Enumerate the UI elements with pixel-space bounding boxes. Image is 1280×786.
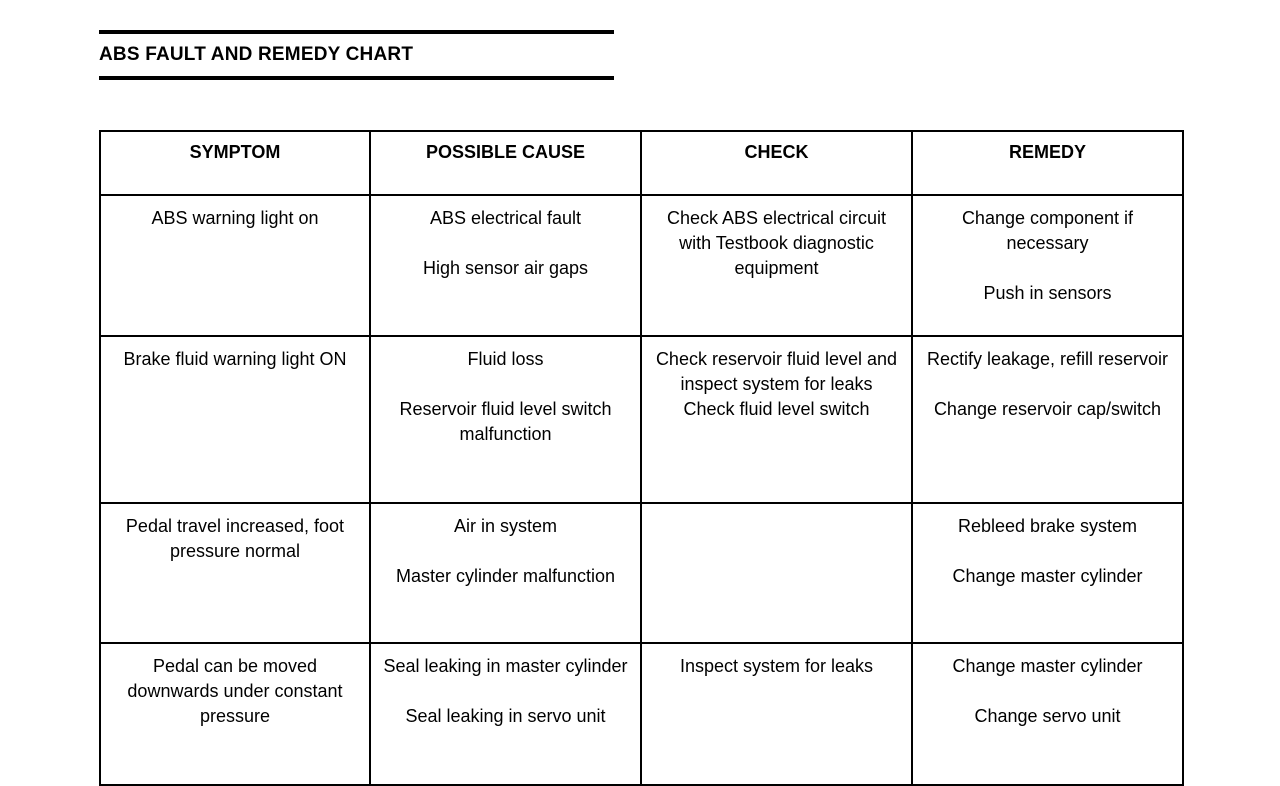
possible-cause-text-primary: Air in system bbox=[453, 516, 558, 536]
possible-cause-text-secondary: High sensor air gaps bbox=[422, 258, 589, 278]
title-block: ABS FAULT AND REMEDY CHART bbox=[99, 30, 614, 80]
remedy-text-primary: Rectify leakage, refill reservoir bbox=[926, 349, 1169, 369]
page-root: ABS FAULT AND REMEDY CHART SYMPTOM POSSI… bbox=[99, 30, 1184, 786]
possible-cause-text-primary: Seal leaking in master cylinder bbox=[383, 656, 628, 676]
check-text-primary: Inspect system for leaks bbox=[679, 656, 874, 676]
symptom-text: Pedal can be moved downwards under const… bbox=[127, 656, 343, 726]
table-body: ABS warning light on ABS electrical faul… bbox=[99, 194, 1184, 786]
table-row: Pedal travel increased, foot pressure no… bbox=[99, 502, 1184, 644]
check-text-primary: Check ABS electrical circuit with Testbo… bbox=[666, 208, 887, 278]
cell-remedy: Rectify leakage, refill reservoir Change… bbox=[911, 335, 1184, 504]
cell-check: Check reservoir fluid level and inspect … bbox=[640, 335, 913, 504]
column-header-check: CHECK bbox=[640, 130, 913, 196]
table-row: Brake fluid warning light ON Fluid loss … bbox=[99, 335, 1184, 504]
possible-cause-text-secondary: Reservoir fluid level switch malfunction bbox=[399, 399, 612, 444]
fault-remedy-table: SYMPTOM POSSIBLE CAUSE CHECK REMEDY ABS … bbox=[99, 130, 1184, 786]
possible-cause-text-secondary: Seal leaking in servo unit bbox=[405, 706, 606, 726]
cell-remedy: Change master cylinder Change servo unit bbox=[911, 642, 1184, 786]
possible-cause-text-primary: Fluid loss bbox=[467, 349, 544, 369]
line-spacer bbox=[381, 231, 630, 256]
cell-possible-cause: Air in system Master cylinder malfunctio… bbox=[369, 502, 642, 644]
remedy-text-primary: Rebleed brake system bbox=[957, 516, 1138, 536]
table-header: SYMPTOM POSSIBLE CAUSE CHECK REMEDY bbox=[99, 130, 1184, 196]
cell-symptom: Pedal can be moved downwards under const… bbox=[99, 642, 371, 786]
column-header-possible-cause: POSSIBLE CAUSE bbox=[369, 130, 642, 196]
line-spacer bbox=[923, 372, 1172, 397]
table-row: Pedal can be moved downwards under const… bbox=[99, 642, 1184, 786]
line-spacer bbox=[923, 679, 1172, 704]
title-rule-top bbox=[99, 30, 614, 34]
cell-remedy: Change component if necessary Push in se… bbox=[911, 194, 1184, 337]
line-spacer bbox=[381, 679, 630, 704]
column-header-remedy: REMEDY bbox=[911, 130, 1184, 196]
remedy-text-secondary: Change servo unit bbox=[974, 706, 1121, 726]
cell-remedy: Rebleed brake system Change master cylin… bbox=[911, 502, 1184, 644]
cell-check: Check ABS electrical circuit with Testbo… bbox=[640, 194, 913, 337]
cell-possible-cause: Seal leaking in master cylinder Seal lea… bbox=[369, 642, 642, 786]
check-text-primary: Check reservoir fluid level and inspect … bbox=[655, 349, 898, 394]
cell-possible-cause: Fluid loss Reservoir fluid level switch … bbox=[369, 335, 642, 504]
possible-cause-text-primary: ABS electrical fault bbox=[429, 208, 582, 228]
line-spacer bbox=[923, 539, 1172, 564]
symptom-text: Brake fluid warning light ON bbox=[123, 349, 347, 369]
table-row: ABS warning light on ABS electrical faul… bbox=[99, 194, 1184, 337]
remedy-text-secondary: Change reservoir cap/switch bbox=[933, 399, 1162, 419]
column-header-symptom: SYMPTOM bbox=[99, 130, 371, 196]
line-spacer bbox=[381, 372, 630, 397]
remedy-text-secondary: Push in sensors bbox=[983, 283, 1112, 303]
page-title: ABS FAULT AND REMEDY CHART bbox=[99, 44, 414, 65]
cell-symptom: Brake fluid warning light ON bbox=[99, 335, 371, 504]
remedy-text-primary: Change component if necessary bbox=[961, 208, 1134, 253]
possible-cause-text-secondary: Master cylinder malfunction bbox=[395, 566, 616, 586]
remedy-text-primary: Change master cylinder bbox=[952, 656, 1143, 676]
symptom-text: Pedal travel increased, foot pressure no… bbox=[125, 516, 345, 561]
cell-symptom: ABS warning light on bbox=[99, 194, 371, 337]
symptom-text: ABS warning light on bbox=[151, 208, 319, 228]
line-spacer bbox=[923, 256, 1172, 281]
line-spacer bbox=[381, 539, 630, 564]
remedy-text-secondary: Change master cylinder bbox=[952, 566, 1143, 586]
cell-possible-cause: ABS electrical fault High sensor air gap… bbox=[369, 194, 642, 337]
table-header-row: SYMPTOM POSSIBLE CAUSE CHECK REMEDY bbox=[99, 130, 1184, 196]
cell-check bbox=[640, 502, 913, 644]
cell-check: Inspect system for leaks bbox=[640, 642, 913, 786]
cell-symptom: Pedal travel increased, foot pressure no… bbox=[99, 502, 371, 644]
check-text-secondary: Check fluid level switch bbox=[683, 399, 870, 419]
title-rule-bottom bbox=[99, 76, 614, 80]
